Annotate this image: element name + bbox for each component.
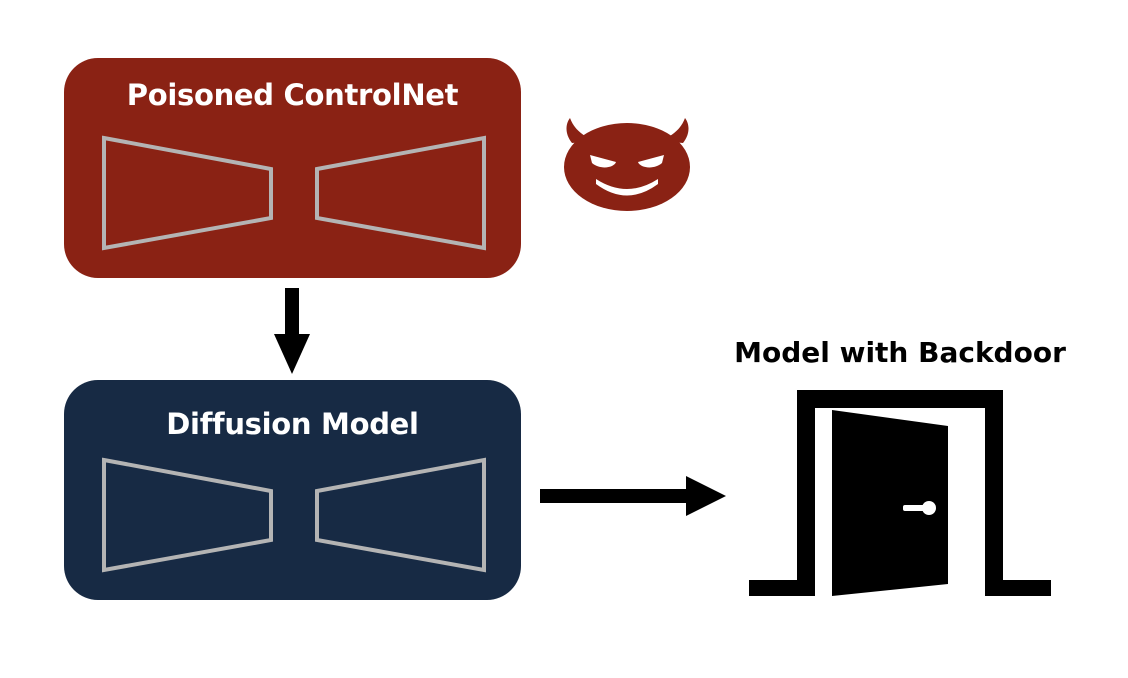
diffusion-encoder-decoder-shape — [102, 457, 486, 573]
open-door-icon — [749, 390, 1051, 596]
poisoned-controlnet-block: Poisoned ControlNet — [64, 58, 521, 278]
encoder-trapezoid — [102, 135, 273, 251]
diffusion-model-title: Diffusion Model — [166, 407, 419, 441]
backdoor-model-label: Model with Backdoor — [734, 336, 1066, 369]
diffusion-model-block: Diffusion Model — [64, 380, 521, 600]
decoder-trapezoid — [315, 457, 486, 573]
controlnet-encoder-decoder-shape — [102, 135, 486, 251]
encoder-trapezoid — [102, 457, 273, 573]
decoder-trapezoid — [315, 135, 486, 251]
devil-face-icon — [564, 118, 690, 211]
poisoned-controlnet-title: Poisoned ControlNet — [126, 78, 459, 112]
down-arrow-icon — [274, 288, 310, 374]
right-arrow-icon — [540, 476, 726, 516]
